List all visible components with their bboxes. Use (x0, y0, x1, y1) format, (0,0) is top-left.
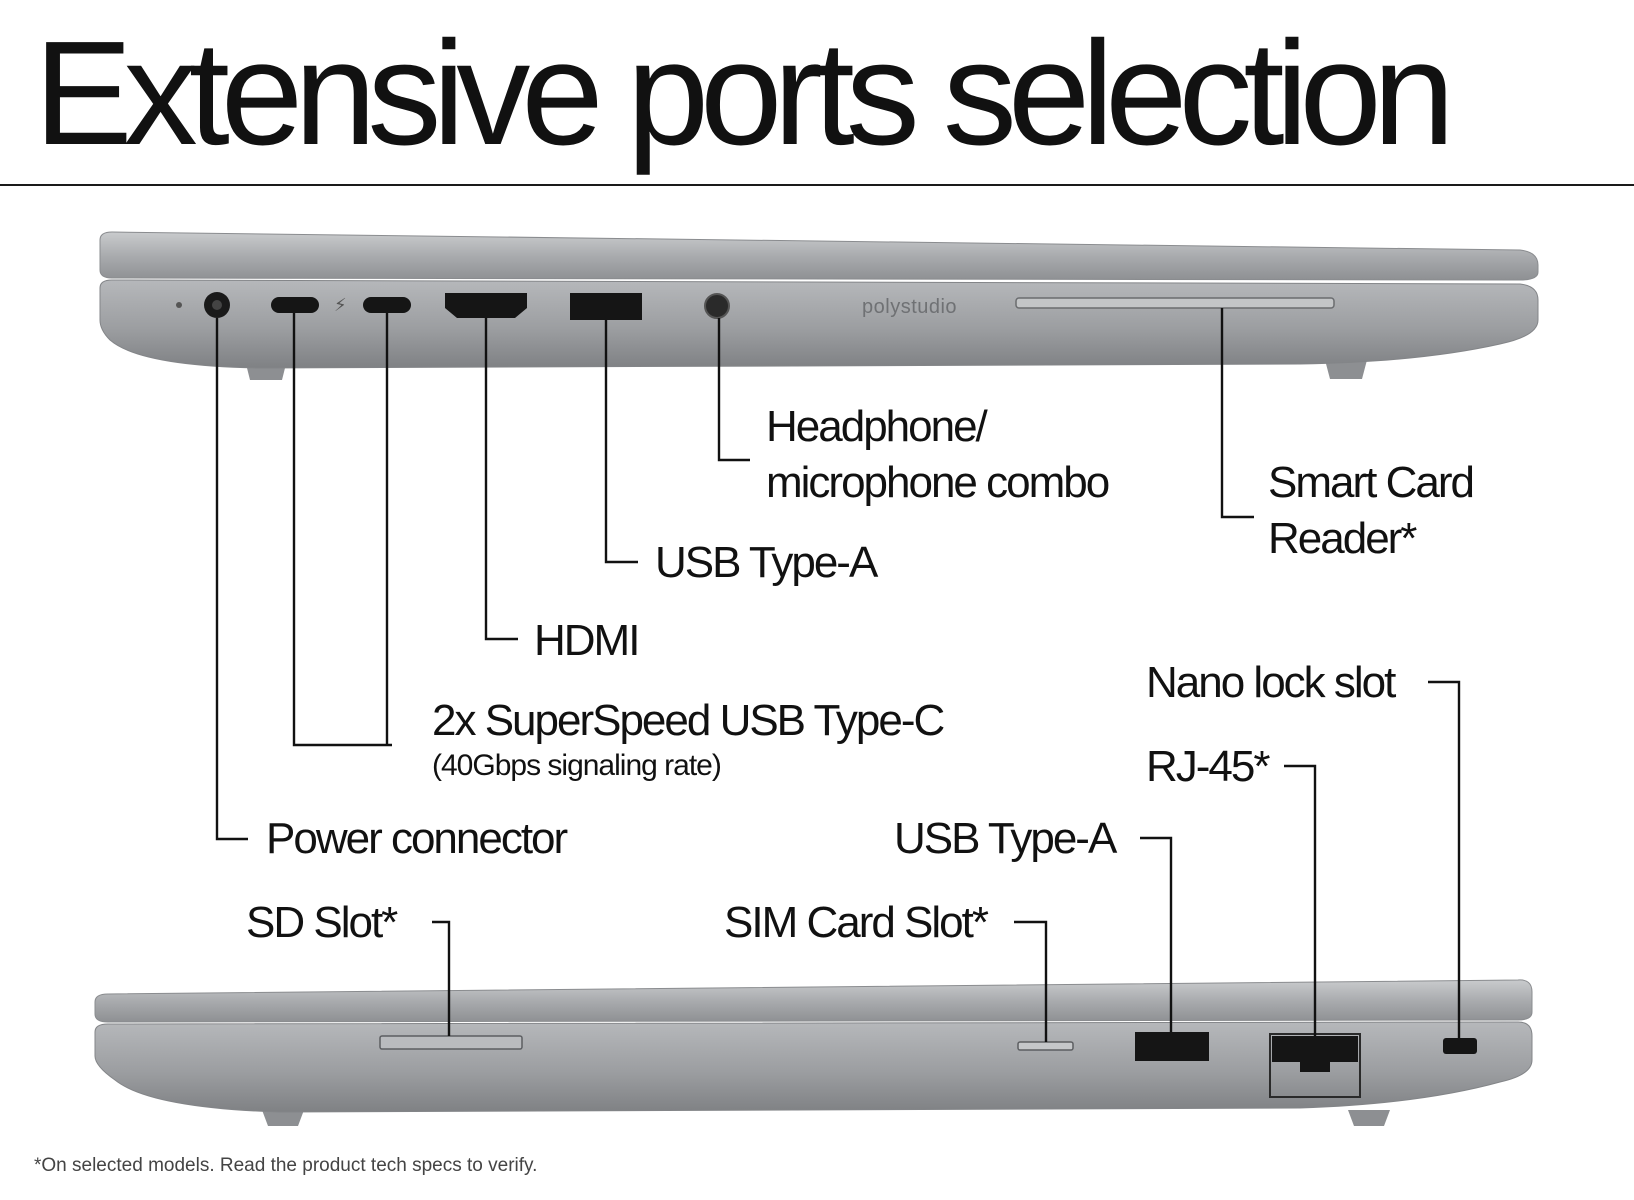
audio-jack-icon (704, 293, 730, 319)
title-divider (0, 184, 1634, 186)
leader-lines-top (215, 308, 1254, 841)
label-audio-line2: microphone combo (766, 458, 1109, 507)
label-nano-lock: Nano lock slot (1146, 658, 1396, 707)
label-usbc: 2x SuperSpeed USB Type-C (432, 696, 945, 745)
usbc-port-icon (271, 297, 319, 313)
usba-port-icon (570, 293, 642, 320)
laptop-foot (262, 1110, 304, 1126)
laptop-left-side: ⚡ polystudio (99, 231, 1539, 380)
rj45-port-icon (1269, 1033, 1361, 1098)
brand-mark: polystudio (862, 296, 957, 318)
usba-port-icon (1135, 1032, 1209, 1061)
smartcard-slot-icon (1015, 297, 1335, 309)
laptop-right-side (94, 979, 1533, 1126)
laptop-foot (1325, 360, 1367, 379)
footnote: *On selected models. Read the product te… (34, 1155, 538, 1176)
label-usba-right: USB Type-A (894, 814, 1118, 863)
label-sd-slot: SD Slot* (246, 898, 398, 947)
label-usbc-rate: (40Gbps signaling rate) (432, 749, 721, 782)
hdmi-port-icon (445, 293, 527, 318)
usbc-port-icon (363, 297, 411, 313)
label-power-connector: Power connector (266, 814, 568, 863)
charge-led-icon (176, 302, 182, 308)
laptop-lid (94, 979, 1533, 1023)
thunderbolt-icon: ⚡ (334, 295, 347, 315)
laptop-base (99, 279, 1539, 369)
label-hdmi: HDMI (534, 616, 638, 665)
laptop-lid (99, 231, 1539, 281)
label-smartcard-line2: Reader* (1268, 514, 1417, 563)
label-usba-left: USB Type-A (655, 538, 879, 587)
page-title: Extensive ports selection (34, 11, 1455, 176)
sim-slot-icon (1017, 1041, 1074, 1051)
nano-lock-slot-icon (1443, 1038, 1477, 1054)
label-rj45: RJ-45* (1146, 742, 1270, 791)
leader-lines-bottom (432, 680, 1461, 1042)
label-audio-line1: Headphone/ (766, 402, 989, 451)
sd-slot-icon (379, 1035, 523, 1050)
label-smartcard-line1: Smart Card (1268, 458, 1473, 507)
laptop-foot (1348, 1110, 1390, 1126)
label-sim-slot: SIM Card Slot* (724, 898, 989, 947)
